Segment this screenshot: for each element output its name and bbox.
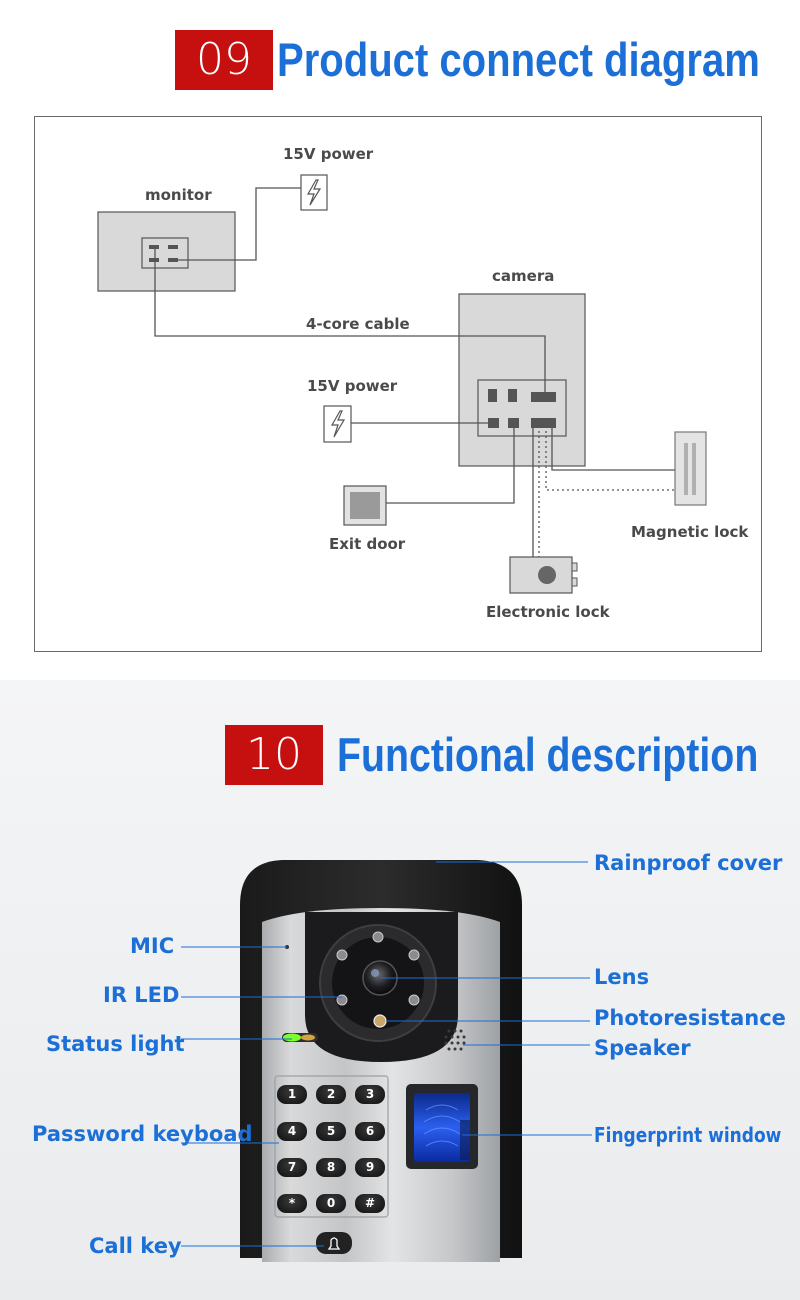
ir-led-ring xyxy=(336,931,420,1006)
bell-icon xyxy=(327,1237,341,1250)
keypad-panel xyxy=(274,1075,389,1218)
section-number-09: 09 xyxy=(175,30,273,90)
keypad-key-4: 4 xyxy=(277,1122,307,1141)
diagram-frame xyxy=(34,116,762,652)
keypad-key-6: 6 xyxy=(355,1122,385,1141)
power-top-label: 15V power xyxy=(283,145,374,163)
electronic-lock-label: Electronic lock xyxy=(486,603,610,621)
callout-ir-led: IR LED xyxy=(103,983,180,1007)
keypad-key-2: 2 xyxy=(316,1085,346,1104)
callout-fingerprint-window: Fingerprint window xyxy=(594,1123,782,1147)
power-supply-top-icon xyxy=(300,174,328,211)
callout-speaker: Speaker xyxy=(594,1036,691,1060)
callout-rainproof-cover: Rainproof cover xyxy=(594,851,783,875)
keypad-key-3: 3 xyxy=(355,1085,385,1104)
connect-diagram-section: 09 Product connect diagram xyxy=(34,30,762,652)
callout-password-keyboard: Password keyboad xyxy=(32,1122,253,1146)
cable-label: 4-core cable xyxy=(306,315,410,333)
callout-status-light: Status light xyxy=(46,1032,185,1056)
call-key xyxy=(316,1232,352,1254)
section-number-10: 10 xyxy=(225,725,323,785)
keypad-key-hash: # xyxy=(355,1194,385,1213)
photoresistor-icon xyxy=(373,1014,387,1028)
speaker-grill xyxy=(444,1029,466,1051)
keypad-key-5: 5 xyxy=(316,1122,346,1141)
keypad-key-star: * xyxy=(277,1194,307,1213)
power-mid-label: 15V power xyxy=(307,377,398,395)
callout-lens: Lens xyxy=(594,965,650,989)
exit-door-label: Exit door xyxy=(329,535,406,553)
magnetic-lock xyxy=(674,431,707,506)
keypad-key-7: 7 xyxy=(277,1158,307,1177)
callout-mic: MIC xyxy=(130,934,175,958)
keypad-key-1: 1 xyxy=(277,1085,307,1104)
magnetic-lock-label: Magnetic lock xyxy=(631,523,749,541)
keypad-key-9: 9 xyxy=(355,1158,385,1177)
power-supply-mid-icon xyxy=(323,405,352,443)
callout-photoresistance: Photoresistance xyxy=(594,1006,786,1030)
camera-label: camera xyxy=(492,267,555,285)
connection-diagram xyxy=(97,174,707,594)
section-title-functional-description: Functional description xyxy=(337,728,759,781)
monitor-terminal xyxy=(141,237,189,269)
keypad-key-8: 8 xyxy=(316,1158,346,1177)
section-title-connect-diagram: Product connect diagram xyxy=(277,33,760,86)
monitor-label: monitor xyxy=(145,186,212,204)
keypad-key-0: 0 xyxy=(316,1194,346,1213)
callout-call-key: Call key xyxy=(89,1234,182,1258)
